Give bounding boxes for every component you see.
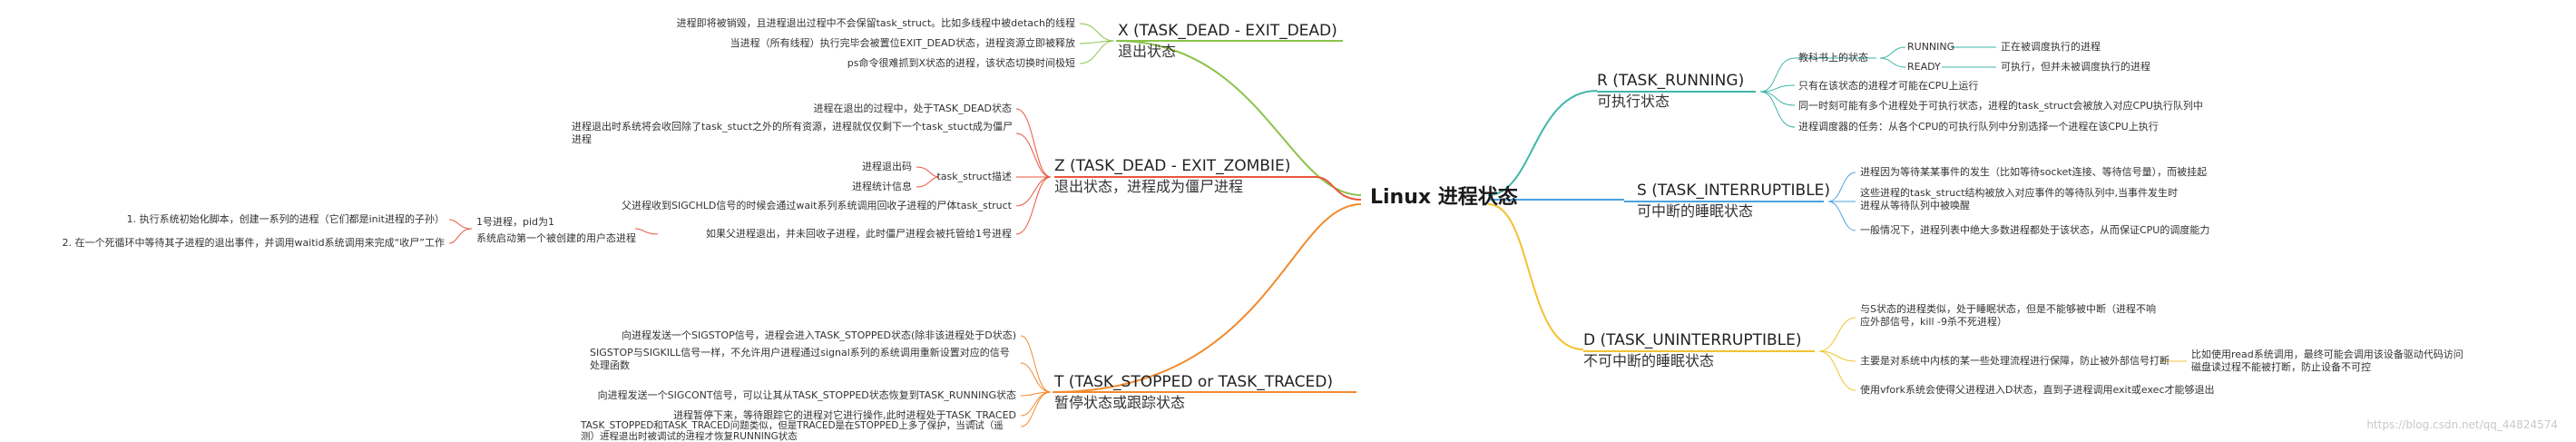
dead-note-1: 进程即将被销毁，且进程退出过程中不会保留task_struct。比如多线程中被d…	[676, 17, 1075, 29]
zombie-init-step-2: 2. 在一个死循环中等待其子进程的退出事件，并调用waitid系统调用来完成“收…	[62, 237, 445, 249]
uninterruptible-note-2-detail: 比如使用read系统调用，最终可能会调用该设备驱动代码访问磁盘读过程不能被打断，…	[2191, 349, 2463, 373]
zombie-note-1: 进程在退出的过程中，处于TASK_DEAD状态	[813, 103, 1012, 114]
running-textbook: 教科书上的状态	[1798, 52, 1868, 64]
running-note-3: 进程调度器的任务：从各个CPU的可执行队列中分别选择一个进程在该CPU上执行	[1798, 121, 2159, 133]
connector-zombie	[1315, 176, 1362, 201]
zombie-task-struct-stats: 进程统计信息	[852, 181, 912, 192]
dead-subtitle: 退出状态	[1118, 43, 1177, 60]
zombie-note-3: 父进程收到SIGCHLD信号的时候会通过wait系列系统调用回收子进程的尸体ta…	[622, 200, 1012, 211]
uninterruptible-subtitle: 不可中断的睡眠状态	[1583, 352, 1715, 369]
uninterruptible-note-3: 使用vfork系统会使得父进程进入D状态，直到子进程调用exit或exec才能够…	[1860, 384, 2215, 396]
zombie-init-process: 1号进程，pid为1	[476, 216, 555, 228]
watermark: https://blog.csdn.net/qq_44824574	[2366, 418, 2558, 431]
dead-title: X (TASK_DEAD - EXIT_DEAD)	[1118, 22, 1337, 40]
zombie-init-step-1: 1. 执行系统初始化脚本，创建一系列的进程（它们都是init进程的子孙）	[126, 213, 445, 225]
running-subtitle: 可执行状态	[1597, 93, 1670, 110]
central-topic: Linux 进程状态	[1370, 186, 1518, 209]
uninterruptible-title: D (TASK_UNINTERRUPTIBLE)	[1583, 331, 1802, 349]
dead-note-3: ps命令很难抓到X状态的进程，该状态切换时间极短	[847, 57, 1075, 69]
zombie-subtitle: 退出状态，进程成为僵尸进程	[1054, 178, 1244, 195]
interruptible-note-2: 这些进程的task_struct结构被放入对应事件的等待队列中,当事件发生时进程…	[1860, 187, 2179, 211]
dead-note-2: 当进程（所有线程）执行完毕会被置位EXIT_DEAD状态，进程资源立即被释放	[730, 37, 1075, 49]
running-ready-desc: 可执行，但并未被调度执行的进程	[2001, 61, 2150, 73]
interruptible-title: S (TASK_INTERRUPTIBLE)	[1637, 182, 1831, 200]
zombie-task-struct: task_struct描述	[936, 171, 1012, 182]
stopped-note-5: TASK_STOPPED和TASK_TRACED问题类似，但是TRACED是在S…	[581, 420, 1004, 442]
stopped-note-2: SIGSTOP与SIGKILL信号一样，不允许用户进程通过signal系列的系统…	[590, 347, 1010, 371]
connector-stopped	[1052, 203, 1362, 393]
stopped-title: T (TASK_STOPPED or TASK_TRACED)	[1054, 373, 1333, 391]
interruptible-note-1: 进程因为等待某某事件的发生（比如等待socket连接、等待信号量），而被挂起	[1860, 166, 2208, 178]
zombie-init-process-sub: 系统启动第一个被创建的用户态进程	[476, 232, 636, 244]
zombie-task-struct-exit-code: 进程退出码	[862, 161, 912, 172]
running-note-1: 只有在该状态的进程才可能在CPU上运行	[1798, 80, 1979, 92]
zombie-title: Z (TASK_DEAD - EXIT_ZOMBIE)	[1054, 157, 1291, 175]
running-note-2: 同一时刻可能有多个进程处于可执行状态，进程的task_struct会被放入对应C…	[1798, 100, 2203, 112]
zombie-note-4: 如果父进程退出，并未回收子进程，此时僵尸进程会被托管给1号进程	[706, 228, 1012, 240]
stopped-note-4: 进程暂停下来，等待跟踪它的进程对它进行操作,此时进程处于TASK_TRACED	[673, 409, 1016, 421]
interruptible-subtitle: 可中断的睡眠状态	[1637, 202, 1754, 220]
running-running-label: RUNNING	[1907, 41, 1955, 53]
connector-running	[1487, 90, 1598, 196]
stopped-note-3: 向进程发送一个SIGCONT信号，可以让其从TASK_STOPPED状态恢复到T…	[597, 389, 1016, 401]
stopped-subtitle: 暂停状态或跟踪状态	[1054, 394, 1186, 411]
stopped-note-1: 向进程发送一个SIGSTOP信号，进程会进入TASK_STOPPED状态(除非该…	[622, 329, 1016, 341]
running-ready-label: READY	[1907, 61, 1941, 73]
uninterruptible-note-2: 主要是对系统中内核的某一些处理流程进行保障，防止被外部信号打断	[1860, 355, 2170, 367]
running-title: R (TASK_RUNNING)	[1597, 72, 1745, 90]
interruptible-note-3: 一般情况下，进程列表中绝大多数进程都处于该状态，从而保证CPU的调度能力	[1860, 224, 2210, 236]
zombie-note-2: 进程退出时系统将会收回除了task_stuct之外的所有资源，进程就仅仅剩下一个…	[572, 121, 1014, 145]
running-running-desc: 正在被调度执行的进程	[2001, 41, 2101, 53]
connector-uninterruptible	[1487, 203, 1584, 350]
uninterruptible-note-1: 与S状态的进程类似，处于睡眠状态，但是不能够被中断（进程不响应外部信号，kill…	[1860, 303, 2156, 328]
